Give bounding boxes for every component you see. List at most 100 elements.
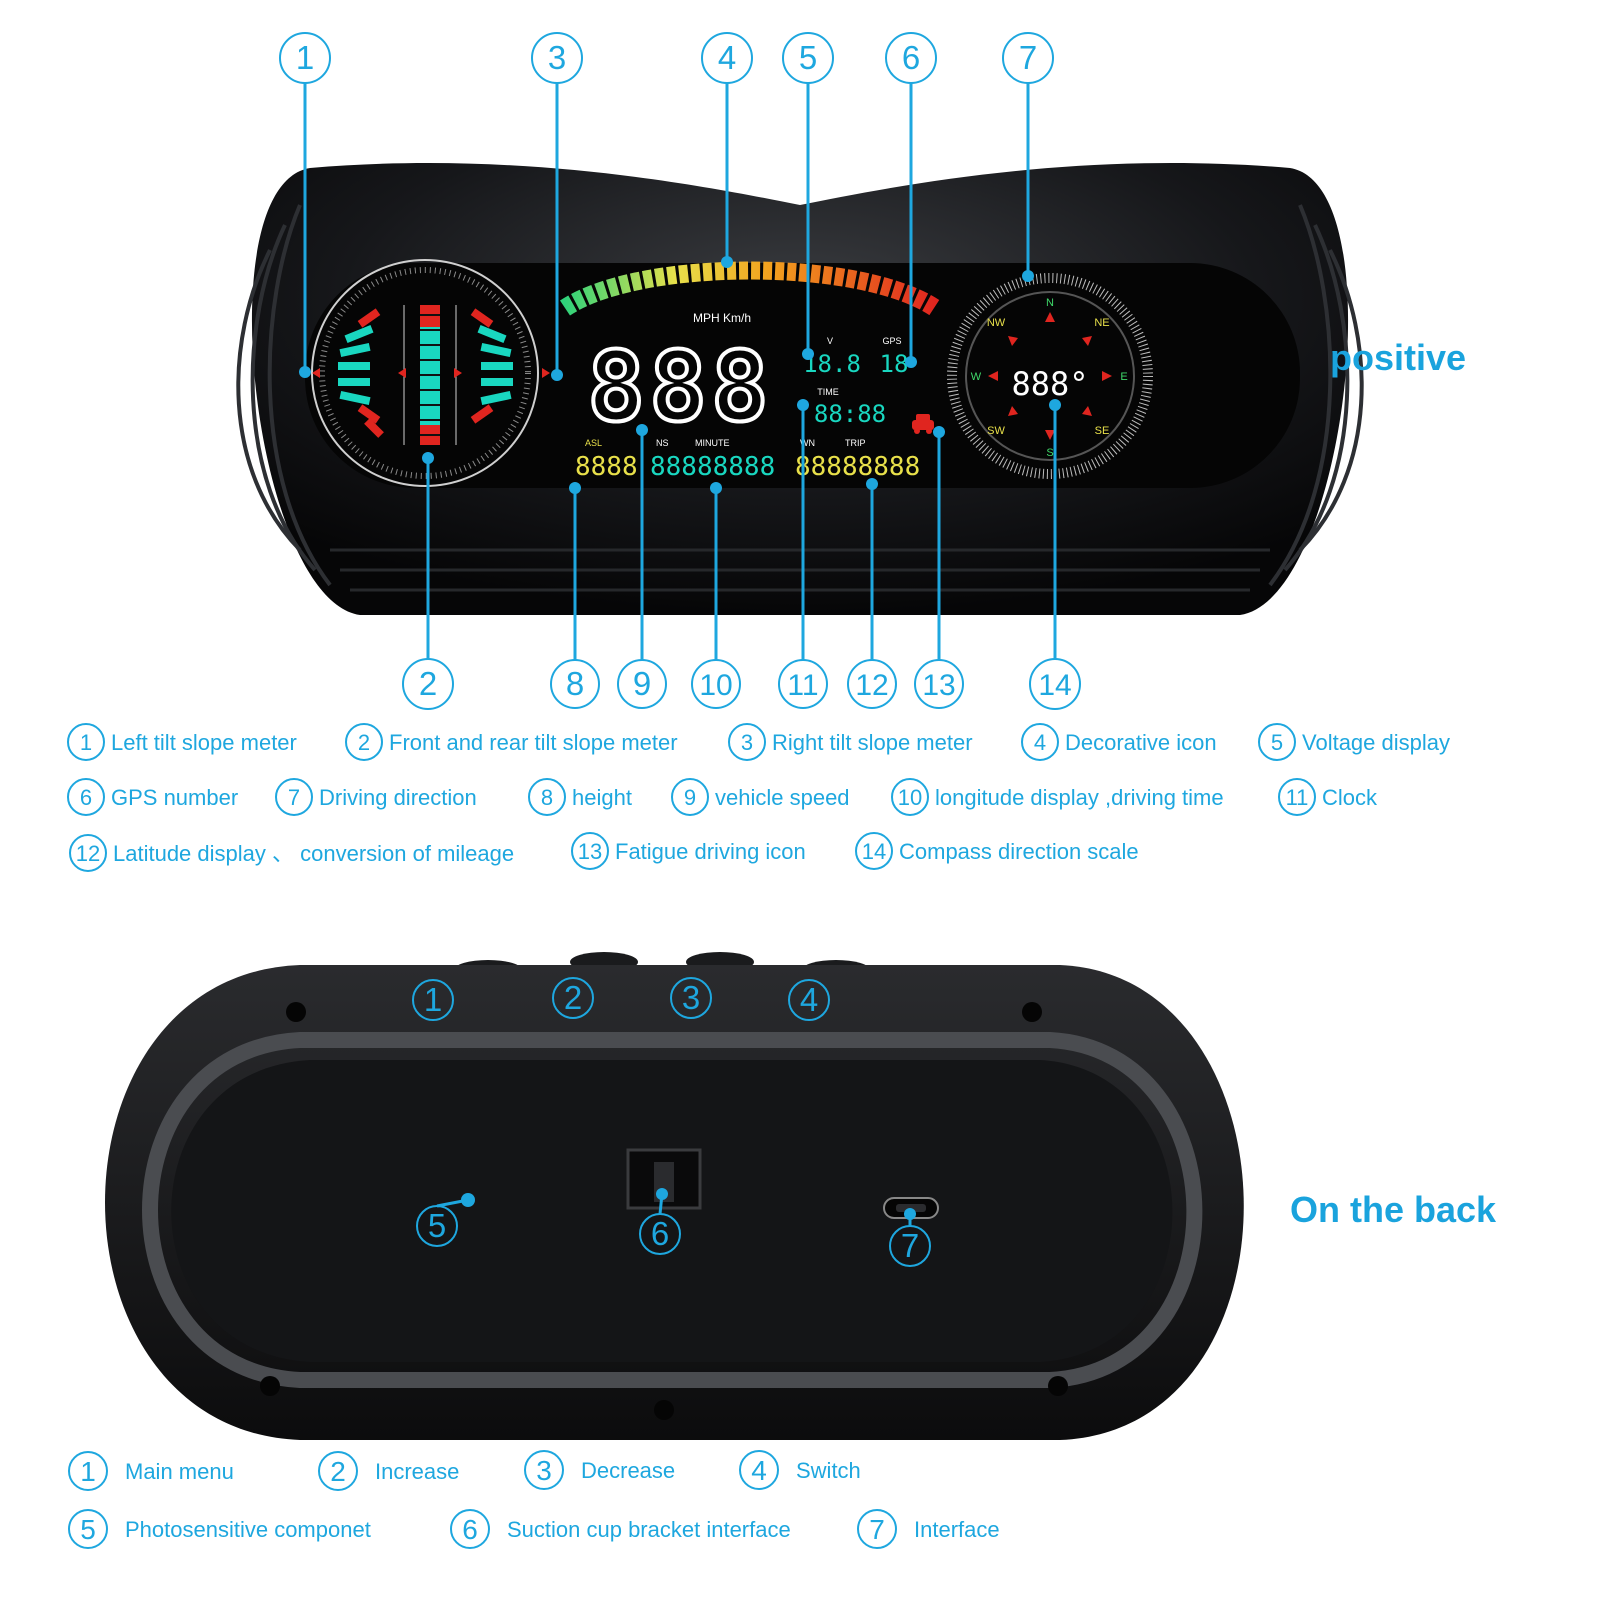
front-device: MPH Km/h 888 V 18.8 GPS 18 TIME 88:88 AS… <box>236 163 1364 615</box>
front-callout-4: 4 <box>701 32 753 268</box>
legend-number-circle <box>671 778 709 816</box>
callout-circle <box>778 659 828 709</box>
callout-number: 10 <box>699 669 732 702</box>
compass-point-se: SE <box>1095 425 1110 437</box>
legend-number: 2 <box>330 1456 346 1487</box>
compass-digits: 888° <box>1011 365 1088 403</box>
legend-number-circle <box>69 834 107 872</box>
legend-label: Decorative icon <box>1065 730 1217 755</box>
callout-number: 5 <box>799 39 817 76</box>
callout-dot <box>866 478 878 490</box>
callout-circle <box>889 1225 931 1267</box>
legend-number-circle <box>318 1451 358 1491</box>
legend-number-circle <box>857 1509 897 1549</box>
callout-number: 13 <box>922 669 955 702</box>
callout-circle <box>914 659 964 709</box>
callout-dot <box>710 482 722 494</box>
front-callout-7: 7 <box>1002 32 1054 282</box>
callout-number: 3 <box>682 979 700 1016</box>
legend-number-circle <box>68 1509 108 1549</box>
front-title: positive <box>1330 337 1466 378</box>
legend-number-circle <box>739 1450 779 1490</box>
legend-number: 4 <box>1034 730 1046 755</box>
front-legend-item-4: 4 Decorative icon <box>1021 723 1217 761</box>
unit-label: MPH Km/h <box>693 311 751 325</box>
callout-number: 4 <box>800 981 818 1018</box>
legend-number: 8 <box>541 785 553 810</box>
legend-number: 14 <box>862 839 886 864</box>
back-callout-7: 7 <box>889 1208 931 1267</box>
legend-number-circle <box>524 1450 564 1490</box>
legend-label: GPS number <box>111 785 238 810</box>
back-callout-4: 4 <box>788 979 830 1021</box>
compass-point-nw: NW <box>987 317 1006 329</box>
slope-meter-left <box>311 259 550 487</box>
legend-label: Compass direction scale <box>899 839 1139 864</box>
legend-number: 10 <box>898 785 922 810</box>
legend-label: vehicle speed <box>715 785 850 810</box>
front-callout-13: 13 <box>914 426 964 709</box>
callout-circle <box>788 979 830 1021</box>
back-callout-5: 5 <box>416 1194 474 1247</box>
legend-number-circle <box>891 778 929 816</box>
legend-number-circle <box>68 1451 108 1491</box>
wn-label: WN <box>800 438 815 448</box>
asl-label: ASL <box>585 438 602 448</box>
legend-number: 6 <box>462 1514 478 1545</box>
callout-number: 8 <box>566 665 584 702</box>
callout-number: 3 <box>548 39 566 76</box>
callout-number: 14 <box>1038 669 1071 702</box>
compass-point-ne: NE <box>1094 317 1109 329</box>
legend-number: 7 <box>288 785 300 810</box>
voltage-label: V <box>827 336 833 346</box>
callout-circle <box>782 32 834 84</box>
legend-number: 5 <box>80 1514 96 1545</box>
callout-circle <box>847 659 897 709</box>
front-callout-9: 9 <box>617 424 667 709</box>
legend-number-circle <box>275 778 313 816</box>
callout-number: 7 <box>901 1227 919 1264</box>
legend-label: Voltage display <box>1302 730 1450 755</box>
front-legend-item-14: 14 Compass direction scale <box>855 832 1139 870</box>
gps-digits: 18 <box>880 350 909 378</box>
callout-circle <box>885 32 937 84</box>
callout-circle <box>412 979 454 1021</box>
callout-dot <box>905 356 917 368</box>
legend-number: 7 <box>869 1514 885 1545</box>
callout-dot <box>299 366 311 378</box>
front-legend-item-7: 7 Driving direction <box>275 778 477 816</box>
back-device <box>105 952 1244 1440</box>
callout-number: 5 <box>428 1207 446 1244</box>
legend-number: 4 <box>751 1455 767 1486</box>
callout-number: 9 <box>633 665 651 702</box>
asl-digits: 8888 <box>575 452 638 482</box>
legend-number: 3 <box>536 1455 552 1486</box>
callout-circle <box>617 659 667 709</box>
callout-number: 6 <box>902 39 920 76</box>
callout-circle <box>1029 658 1081 710</box>
legend-number-circle <box>571 832 609 870</box>
legend-number: 11 <box>1286 785 1309 810</box>
legend-label: Driving direction <box>319 785 477 810</box>
front-callout-6: 6 <box>885 32 937 368</box>
front-callout-3: 3 <box>531 32 583 381</box>
compass-point-e: E <box>1120 371 1127 383</box>
callout-dot <box>1022 270 1034 282</box>
callout-number: 11 <box>787 669 818 702</box>
callout-number: 2 <box>564 979 582 1016</box>
callout-dot <box>904 1208 916 1220</box>
compass-point-s: S <box>1046 447 1053 459</box>
